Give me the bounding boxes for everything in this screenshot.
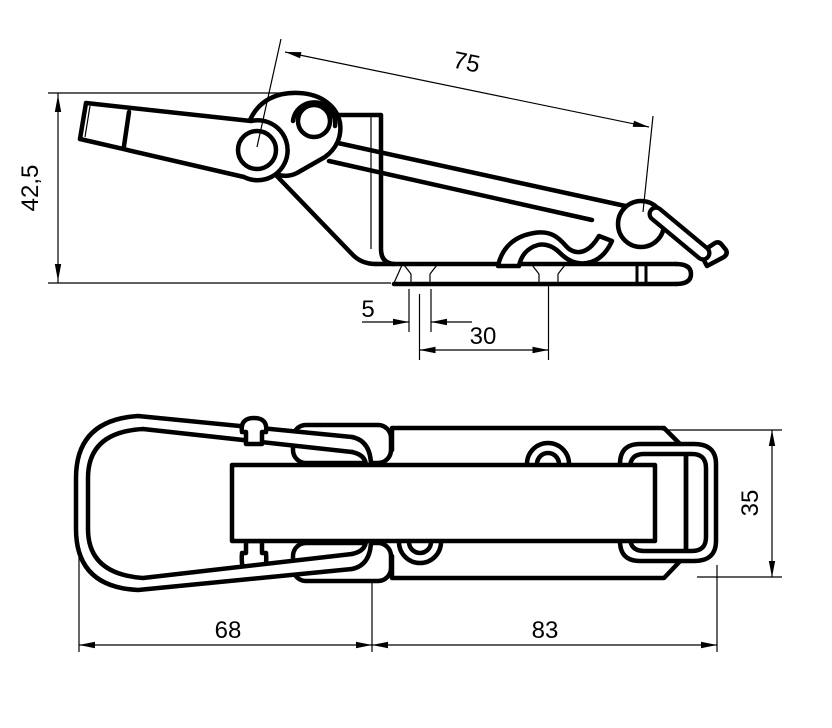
arrowhead bbox=[285, 52, 302, 59]
arrowhead bbox=[419, 346, 436, 354]
dimension-loop-section: 68 bbox=[215, 617, 242, 644]
arrowhead bbox=[54, 264, 62, 281]
side-view-dimensions: 42,5 75 5 30 bbox=[17, 38, 654, 360]
dimension-plate-width: 35 bbox=[737, 490, 764, 517]
width-extension-lines bbox=[662, 429, 782, 578]
lever-pivot-hole bbox=[235, 128, 279, 172]
arrowhead bbox=[632, 120, 649, 127]
arrowhead bbox=[768, 430, 776, 446]
arrowhead bbox=[532, 346, 549, 354]
dimension-hole-diameter: 5 bbox=[361, 296, 374, 323]
arrowhead bbox=[768, 561, 776, 577]
arrowhead bbox=[701, 641, 717, 649]
grip-edge-line bbox=[84, 105, 91, 138]
side-view-drawing: 42,5 75 5 30 bbox=[17, 38, 729, 360]
keeper-spring bbox=[495, 230, 615, 269]
dimension-hole-spacing: 30 bbox=[470, 323, 497, 350]
height-extension-lines bbox=[48, 92, 391, 284]
lever-body bbox=[229, 462, 658, 544]
dimension-overall-height: 42,5 bbox=[17, 165, 44, 212]
bail-length-extension-lines bbox=[256, 38, 654, 213]
base-plate-side bbox=[373, 261, 694, 287]
plan-view-dimensions: 68 83 35 bbox=[78, 429, 782, 652]
dimension-draw-bar-length: 75 bbox=[451, 47, 483, 79]
bail-pin bbox=[647, 205, 712, 262]
arrowhead bbox=[372, 641, 388, 649]
grip-sleeve-line bbox=[121, 109, 132, 149]
keeper-wire-section bbox=[635, 263, 648, 285]
grip-knob-front bbox=[239, 415, 269, 447]
lever-handle bbox=[77, 100, 290, 183]
hole-diameter-lines bbox=[362, 289, 472, 332]
arrowhead bbox=[431, 318, 447, 326]
dimension-plate-section: 83 bbox=[532, 617, 559, 644]
arrowhead bbox=[79, 641, 95, 649]
link-pivot-boss bbox=[290, 100, 338, 140]
arrowhead bbox=[54, 95, 62, 112]
arrowhead bbox=[356, 641, 372, 649]
arrowhead bbox=[393, 318, 409, 326]
wire-handle-loop bbox=[73, 413, 374, 593]
countersunk-hole-marks bbox=[403, 264, 566, 283]
draw-bail bbox=[326, 140, 633, 223]
length-extension-lines bbox=[78, 557, 718, 652]
plan-view-drawing: 68 83 35 bbox=[73, 413, 782, 652]
hole-spacing-lines bbox=[418, 286, 550, 360]
